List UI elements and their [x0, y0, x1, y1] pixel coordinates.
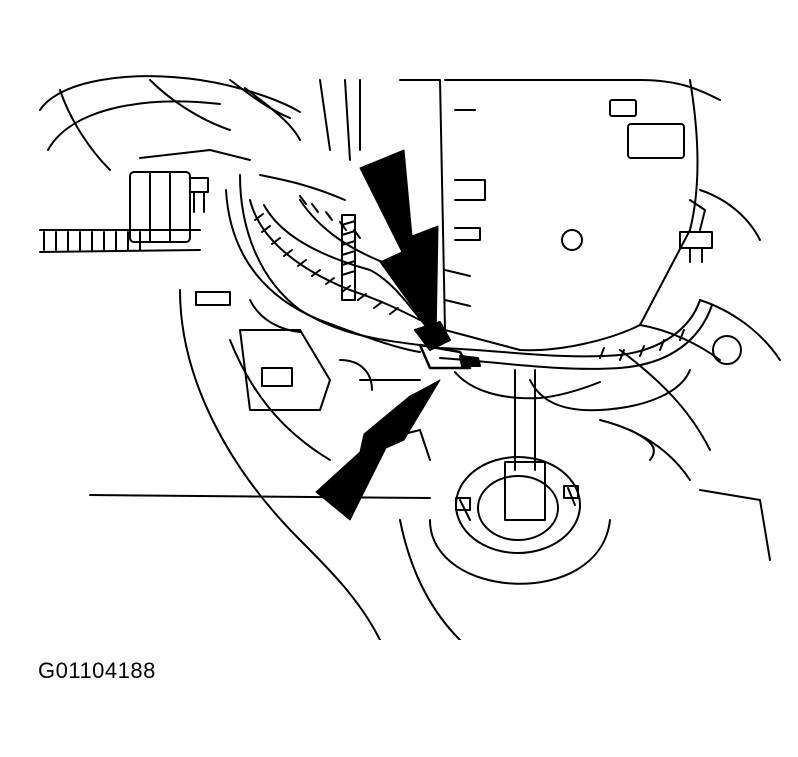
- upper-arrow-icon: [359, 149, 439, 341]
- lower-arrow-icon: [315, 379, 441, 521]
- sensor-bracket: [195, 291, 421, 411]
- figure-code: G01104188: [38, 658, 156, 683]
- timing-belt: [39, 149, 251, 253]
- lower-body-outline: [89, 289, 461, 640]
- center-strut: [429, 369, 611, 585]
- wiring-harness: [225, 174, 713, 412]
- lower-mount: [599, 299, 781, 561]
- electrical-connector: [414, 321, 481, 370]
- background-engine-outline: [39, 75, 351, 171]
- wiring-harness-illustration: [39, 75, 781, 640]
- transmission-housing: [359, 79, 761, 352]
- threaded-stud: [341, 214, 356, 301]
- bracket-bolt: [189, 177, 209, 213]
